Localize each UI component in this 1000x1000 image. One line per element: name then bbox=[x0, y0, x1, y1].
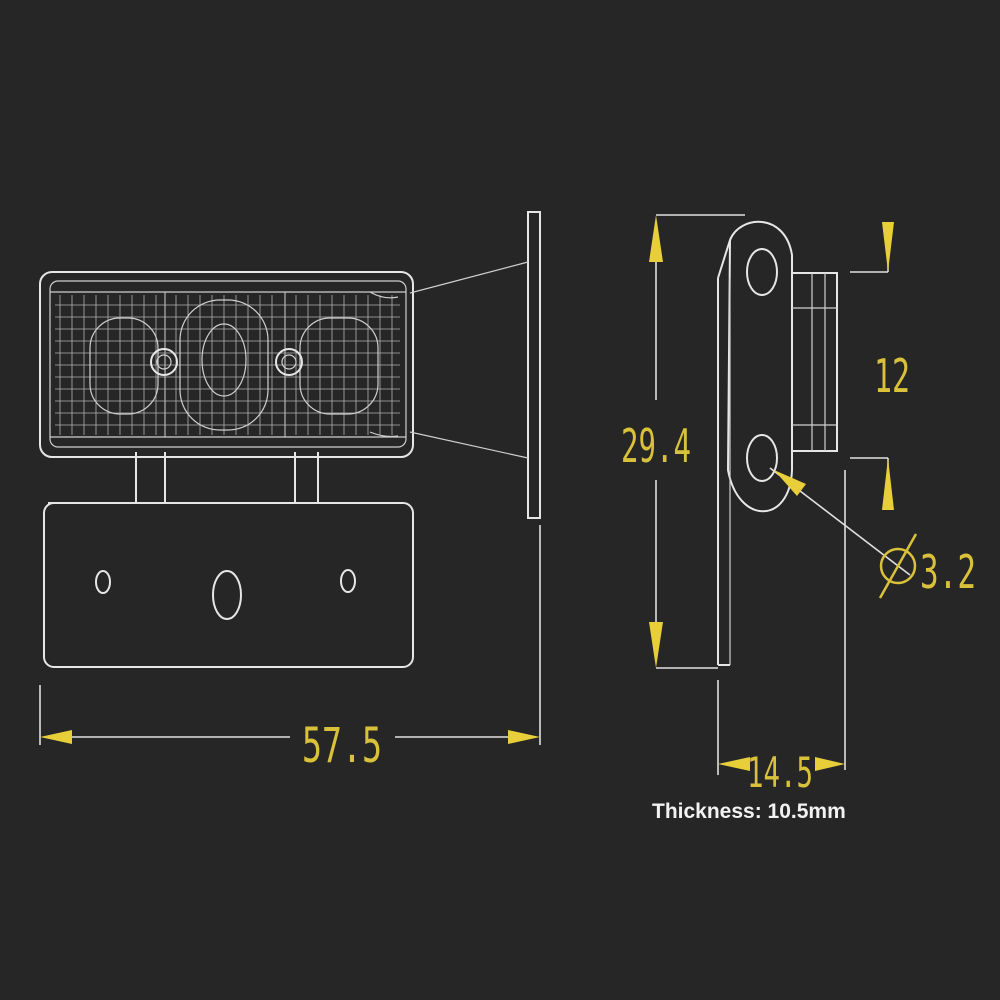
lens-grid bbox=[55, 292, 400, 437]
arrow-depth-left bbox=[718, 757, 750, 771]
side-flange bbox=[527, 211, 541, 519]
lens-right bbox=[299, 317, 379, 415]
dimension-depth-label: 14.5 bbox=[747, 748, 813, 797]
dimension-height-label: 29.4 bbox=[621, 419, 691, 473]
side-view: 29.4 12 3.2 14.5 bbox=[621, 214, 976, 797]
housing-hole-right bbox=[275, 348, 303, 376]
diameter-leader: 3.2 bbox=[769, 467, 976, 599]
diameter-symbol bbox=[878, 533, 918, 599]
housing-inner bbox=[49, 280, 407, 448]
thickness-caption: Thickness: 10.5mm bbox=[652, 800, 846, 823]
bracket-hole-left bbox=[95, 570, 111, 594]
housing-outer bbox=[39, 271, 414, 458]
lens-center-core bbox=[201, 323, 247, 397]
side-hole-bottom bbox=[746, 434, 778, 482]
bracket-tabs bbox=[48, 452, 400, 504]
housing-hole-left bbox=[150, 348, 178, 376]
arrow-leader bbox=[774, 470, 806, 496]
side-plate bbox=[726, 220, 793, 513]
lens-center bbox=[179, 299, 269, 431]
dimension-width-label: 57.5 bbox=[302, 718, 382, 774]
side-housing bbox=[791, 272, 838, 452]
arrow-right bbox=[508, 730, 540, 744]
bracket-hole-right bbox=[340, 569, 356, 593]
arrow-bottom bbox=[649, 622, 663, 668]
arrow-depth-right bbox=[815, 757, 845, 771]
lens-left bbox=[89, 317, 159, 415]
arrow-left bbox=[40, 730, 72, 744]
side-hole-top bbox=[746, 248, 778, 296]
hole-spacing-dimension: 12 bbox=[850, 222, 910, 510]
arrow-top bbox=[649, 215, 663, 262]
dimension-spacing-label: 12 bbox=[874, 349, 910, 403]
width-dimension: 57.5 bbox=[39, 525, 541, 774]
dimension-diameter-label: 3.2 bbox=[920, 545, 976, 599]
arrow-spacing-top bbox=[882, 222, 894, 272]
arrow-spacing-bottom bbox=[882, 458, 894, 510]
front-view: 57.5 bbox=[39, 211, 541, 774]
bracket-plate bbox=[43, 502, 414, 668]
depth-dimension: 14.5 bbox=[717, 470, 846, 797]
height-dimension: 29.4 bbox=[621, 214, 745, 669]
bracket-hole-center bbox=[212, 570, 242, 620]
